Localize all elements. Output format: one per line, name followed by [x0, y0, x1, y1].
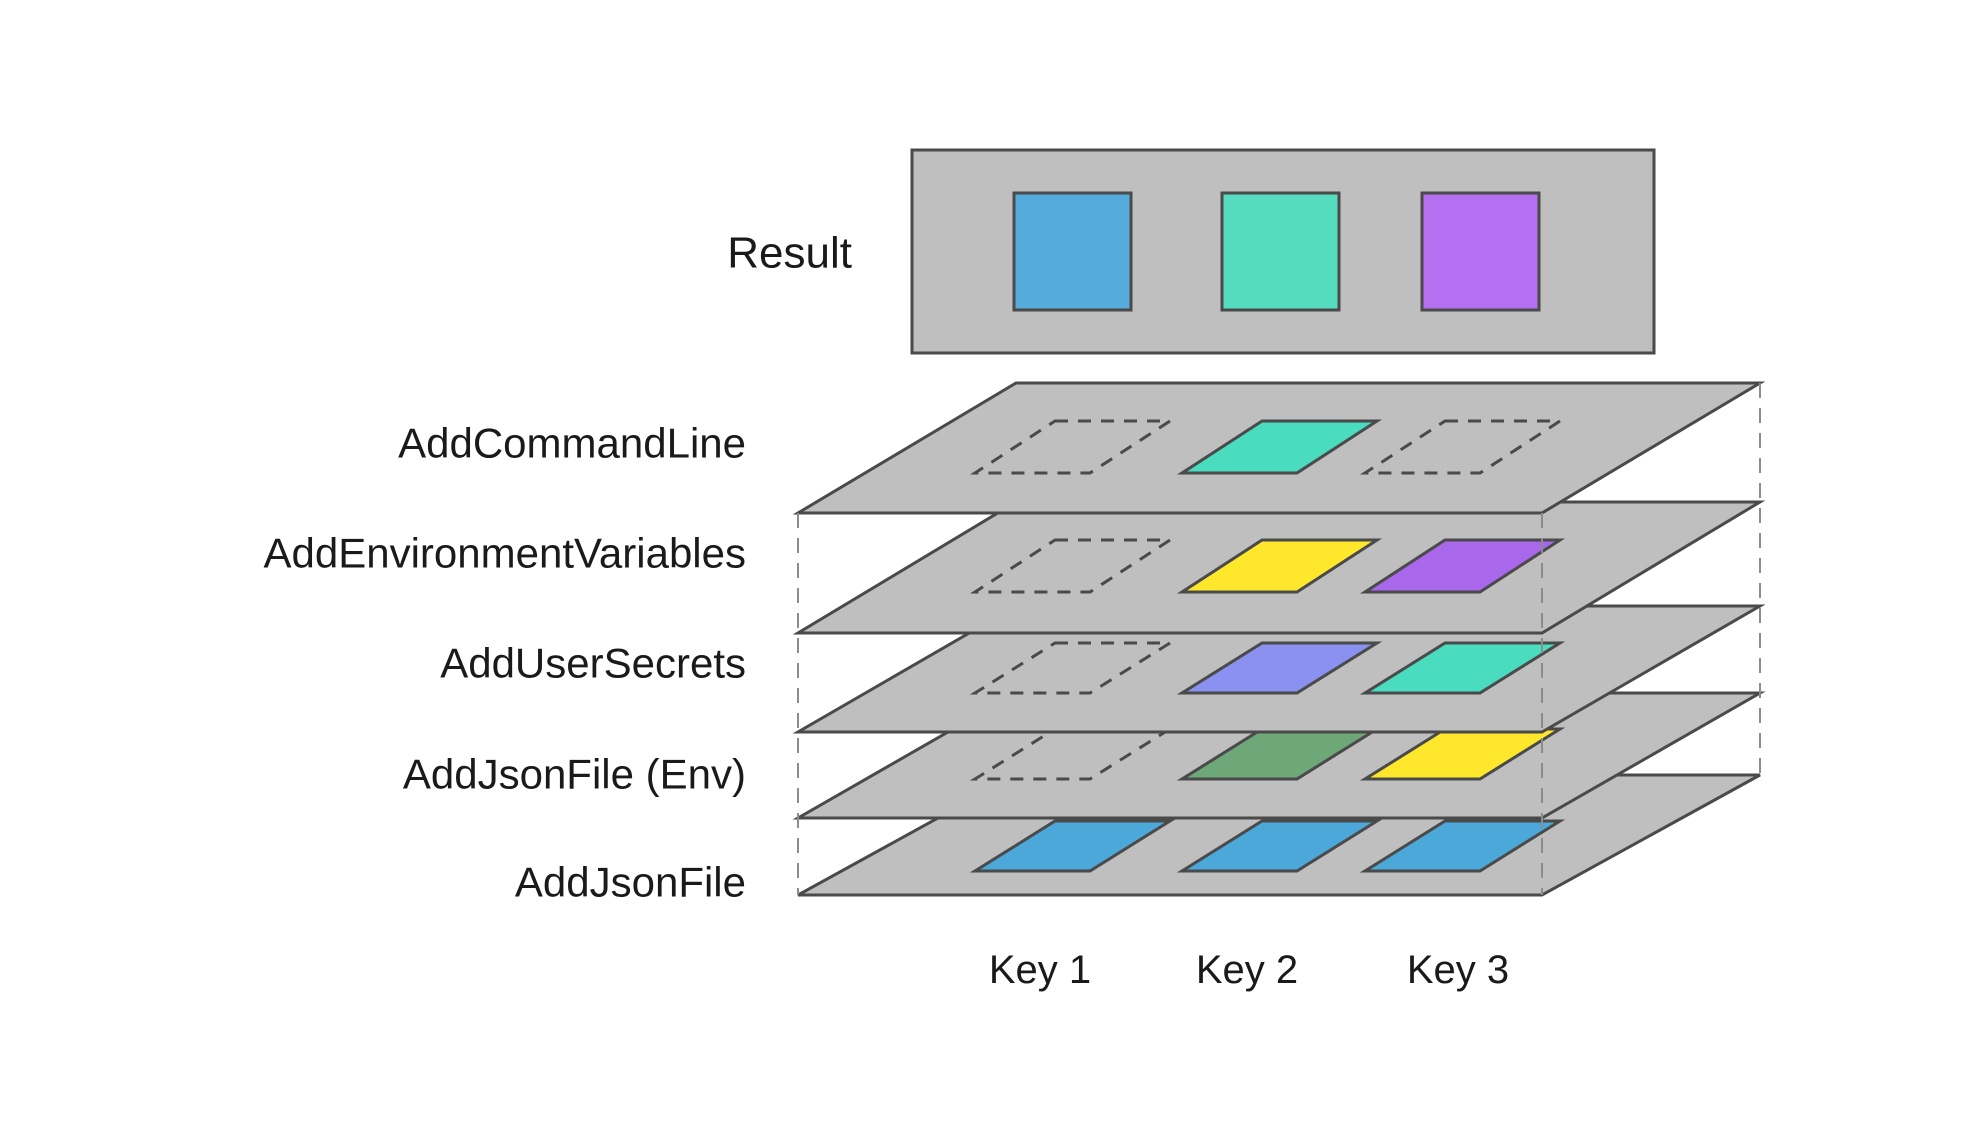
layer-addcommandline — [792, 381, 1766, 515]
result-group — [910, 148, 1656, 355]
cell-addenvironmentvariables-key1 — [969, 538, 1176, 594]
cell-addusersecrets-key2 — [1176, 641, 1383, 695]
layer-addusersecrets — [792, 604, 1766, 734]
layer-label-addcommandline: AddCommandLine — [398, 420, 746, 467]
cell-addcommandline-key1 — [969, 419, 1176, 475]
cell-addjsonfile-key1 — [969, 819, 1176, 873]
result-swatch-key1 — [1012, 191, 1133, 312]
cell-addjsonfile-key3 — [1359, 819, 1566, 873]
key-axis-label-2: Key 2 — [1196, 948, 1298, 992]
key-axis-label-1: Key 1 — [989, 948, 1091, 992]
layer-label-addenvironmentvariables: AddEnvironmentVariables — [264, 530, 747, 577]
result-swatch-key3 — [1420, 191, 1541, 312]
cell-addenvironmentvariables-key3 — [1359, 538, 1566, 594]
layer-label-addusersecrets: AddUserSecrets — [440, 640, 746, 687]
layer-label-addjsonfile-env: AddJsonFile (Env) — [403, 751, 746, 798]
result-label: Result — [727, 228, 852, 277]
labels: Result AddCommandLine AddEnvironmentVari… — [264, 228, 1510, 992]
cell-addusersecrets-key1 — [969, 641, 1176, 695]
layer-label-addjsonfile: AddJsonFile — [515, 859, 746, 906]
cell-addusersecrets-key3 — [1359, 641, 1566, 695]
key-axis-label-3: Key 3 — [1407, 948, 1509, 992]
stack-guides — [797, 383, 1761, 895]
cell-addenvironmentvariables-key2 — [1176, 538, 1383, 594]
result-swatch-key2 — [1220, 191, 1341, 312]
cell-addjsonfile-key2 — [1176, 819, 1383, 873]
cell-addcommandline-key3 — [1359, 419, 1566, 475]
cell-addcommandline-key2 — [1176, 419, 1383, 475]
